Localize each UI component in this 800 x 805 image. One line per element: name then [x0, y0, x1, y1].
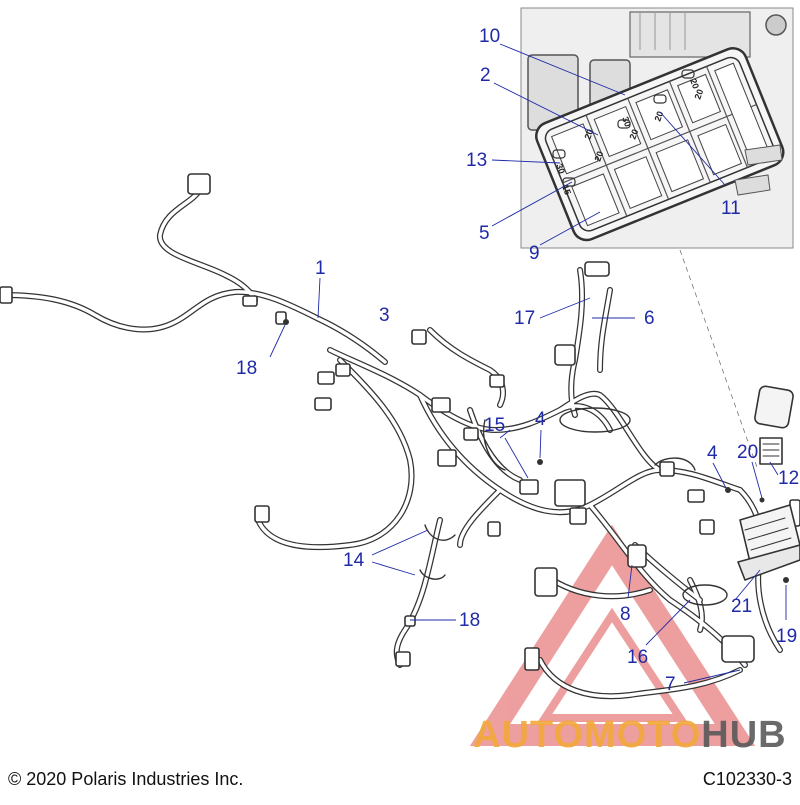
- callout-5: 5: [479, 223, 490, 244]
- inset-leader-lines: [491, 43, 726, 246]
- fuse-stamp: 20: [652, 110, 665, 123]
- watermark-logo: AUTOMOTOHUB: [473, 716, 787, 754]
- callout-12: 12: [778, 468, 800, 489]
- callout-21: 21: [731, 596, 753, 617]
- callout-3: 3: [379, 305, 390, 326]
- fuse-stamp: 30: [554, 162, 567, 175]
- callout-20: 20: [737, 442, 759, 463]
- watermark-triangle: [469, 524, 756, 746]
- callout-10: 10: [479, 26, 501, 47]
- callout-4-center: 4: [535, 409, 546, 430]
- callout-16: 16: [627, 647, 649, 668]
- callout-9: 9: [529, 243, 540, 264]
- fuse-stamp: 20: [582, 128, 595, 141]
- watermark-text-hub: HUB: [701, 714, 787, 756]
- projection-line: [679, 249, 759, 471]
- diagram-code: C102330-3: [702, 769, 792, 789]
- callout-15: 15: [484, 415, 506, 436]
- callout-11: 11: [721, 198, 741, 219]
- fuse-box-inset: 30 20 20 30 15 20 20 20 20: [520, 7, 794, 249]
- fuse-stamp: 20: [627, 128, 640, 141]
- fuse-stamp: 20: [688, 77, 701, 90]
- watermark-text-automoto: AUTOMOTO: [473, 714, 702, 756]
- callout-18-lower: 18: [459, 610, 481, 631]
- fuse-stamps: 30 20 20 30 15 20 20 20 20: [554, 77, 705, 196]
- callout-2: 2: [480, 65, 491, 86]
- callout-7: 7: [665, 674, 676, 695]
- callout-1: 1: [315, 258, 326, 279]
- callout-18-upper: 18: [236, 358, 258, 379]
- copyright-text: © 2020 Polaris Industries Inc.: [8, 769, 244, 789]
- fuse-stamp: 20: [692, 88, 705, 101]
- callout-8: 8: [620, 604, 631, 625]
- callout-14: 14: [343, 550, 365, 571]
- callout-6: 6: [644, 308, 655, 329]
- callout-4-right: 4: [707, 443, 718, 464]
- callout-19: 19: [776, 626, 798, 647]
- callout-13: 13: [466, 150, 488, 171]
- harness-line-art: [0, 173, 800, 700]
- callout-17: 17: [514, 308, 536, 329]
- fuse-stamp: 20: [592, 150, 605, 163]
- callout-leader-lines: [269, 277, 787, 684]
